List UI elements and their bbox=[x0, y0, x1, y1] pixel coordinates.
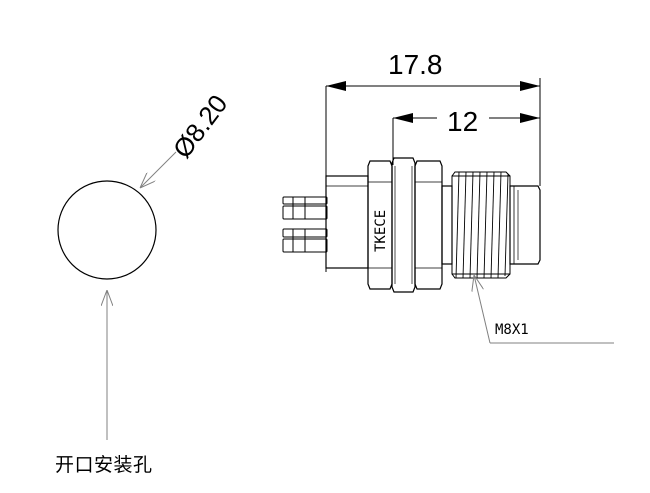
overall-length-label: 17.8 bbox=[388, 49, 443, 80]
opening-hole-label: 开口安装孔 bbox=[55, 454, 153, 476]
dimensions: 17.8 12 bbox=[325, 49, 541, 272]
mounting-hole: Ø8.20 bbox=[57, 89, 234, 440]
thread-length-label: 12 bbox=[447, 106, 478, 137]
rear-pins bbox=[282, 196, 328, 253]
diameter-leader bbox=[140, 151, 177, 188]
brand-marking: TKECE bbox=[373, 210, 389, 252]
connector bbox=[282, 157, 541, 293]
hole-circle bbox=[57, 180, 157, 280]
center-flange bbox=[391, 157, 416, 293]
thread-callout: M8X1 bbox=[474, 275, 614, 344]
front-face bbox=[509, 185, 541, 265]
neck bbox=[441, 185, 453, 265]
hex-nut-right bbox=[414, 160, 443, 290]
thread-spec-label: M8X1 bbox=[495, 322, 529, 338]
rear-housing bbox=[325, 175, 369, 269]
hole-diameter-label: Ø8.20 bbox=[167, 89, 234, 164]
threaded-section bbox=[451, 171, 511, 279]
